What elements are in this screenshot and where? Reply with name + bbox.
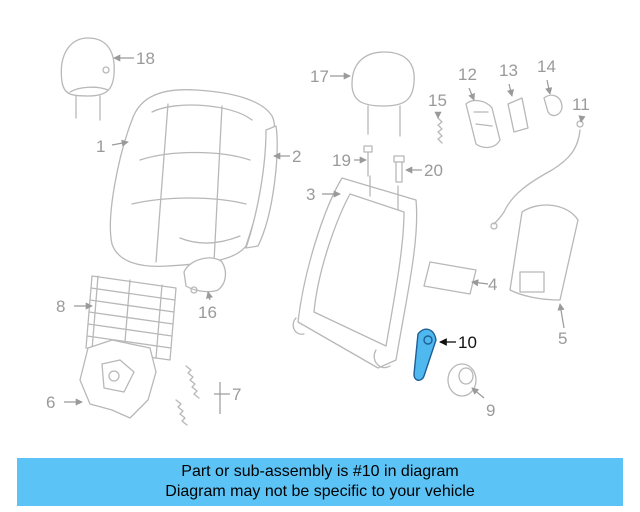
part-18-headrest — [60, 37, 115, 121]
callout-16: 16 — [198, 303, 217, 322]
part-16-recliner-cover — [183, 257, 227, 294]
part-3-seatback-frame — [292, 175, 418, 369]
callout-15: 15 — [428, 91, 447, 110]
caption-line-1: Part or sub-assembly is #10 in diagram — [181, 463, 459, 480]
callout-labels: 18 1 2 17 3 19 20 15 12 13 14 11 4 5 8 6… — [46, 49, 590, 420]
part-11-cable — [490, 120, 584, 230]
callout-19: 19 — [332, 151, 351, 170]
part-9-knob — [447, 363, 477, 397]
callout-10: 10 — [458, 333, 477, 352]
callout-13: 13 — [499, 61, 518, 80]
callout-11: 11 — [572, 95, 590, 114]
part-17-headrest — [351, 51, 415, 137]
callout-7: 7 — [232, 385, 241, 404]
part-14-knob — [543, 94, 563, 117]
callout-3: 3 — [306, 185, 315, 204]
part-8-lumbar-mat — [85, 275, 177, 361]
callout-leaders — [64, 54, 586, 414]
part-7-springs — [175, 365, 200, 426]
part-12-handle — [465, 99, 501, 149]
callout-1: 1 — [96, 137, 105, 156]
callout-18: 18 — [136, 49, 155, 68]
callout-8: 8 — [56, 297, 65, 316]
part-15-clip — [437, 117, 443, 144]
caption-banner: Part or sub-assembly is #10 in diagram D… — [17, 458, 623, 506]
callout-6: 6 — [46, 393, 55, 412]
callout-17: 17 — [310, 67, 329, 86]
callout-2: 2 — [292, 147, 301, 166]
callout-4: 4 — [488, 275, 497, 294]
callout-5: 5 — [558, 329, 567, 348]
part-20-guide — [393, 155, 405, 183]
part-5-back-panel — [509, 204, 579, 301]
part-2-side-panel — [245, 125, 278, 249]
caption-line-2: Diagram may not be specific to your vehi… — [165, 483, 475, 500]
parts-diagram: 18 1 2 17 3 19 20 15 12 13 14 11 4 5 8 6… — [46, 37, 590, 426]
part-13-cover — [507, 97, 529, 133]
callout-14: 14 — [537, 57, 556, 76]
part-4-pad — [423, 261, 477, 295]
part-10-recliner-handle — [413, 328, 437, 381]
callout-9: 9 — [486, 401, 495, 420]
part-19-guide — [363, 145, 373, 177]
callout-12: 12 — [458, 65, 477, 84]
callout-20: 20 — [424, 161, 443, 180]
part-6-lumbar-plate — [79, 339, 157, 419]
